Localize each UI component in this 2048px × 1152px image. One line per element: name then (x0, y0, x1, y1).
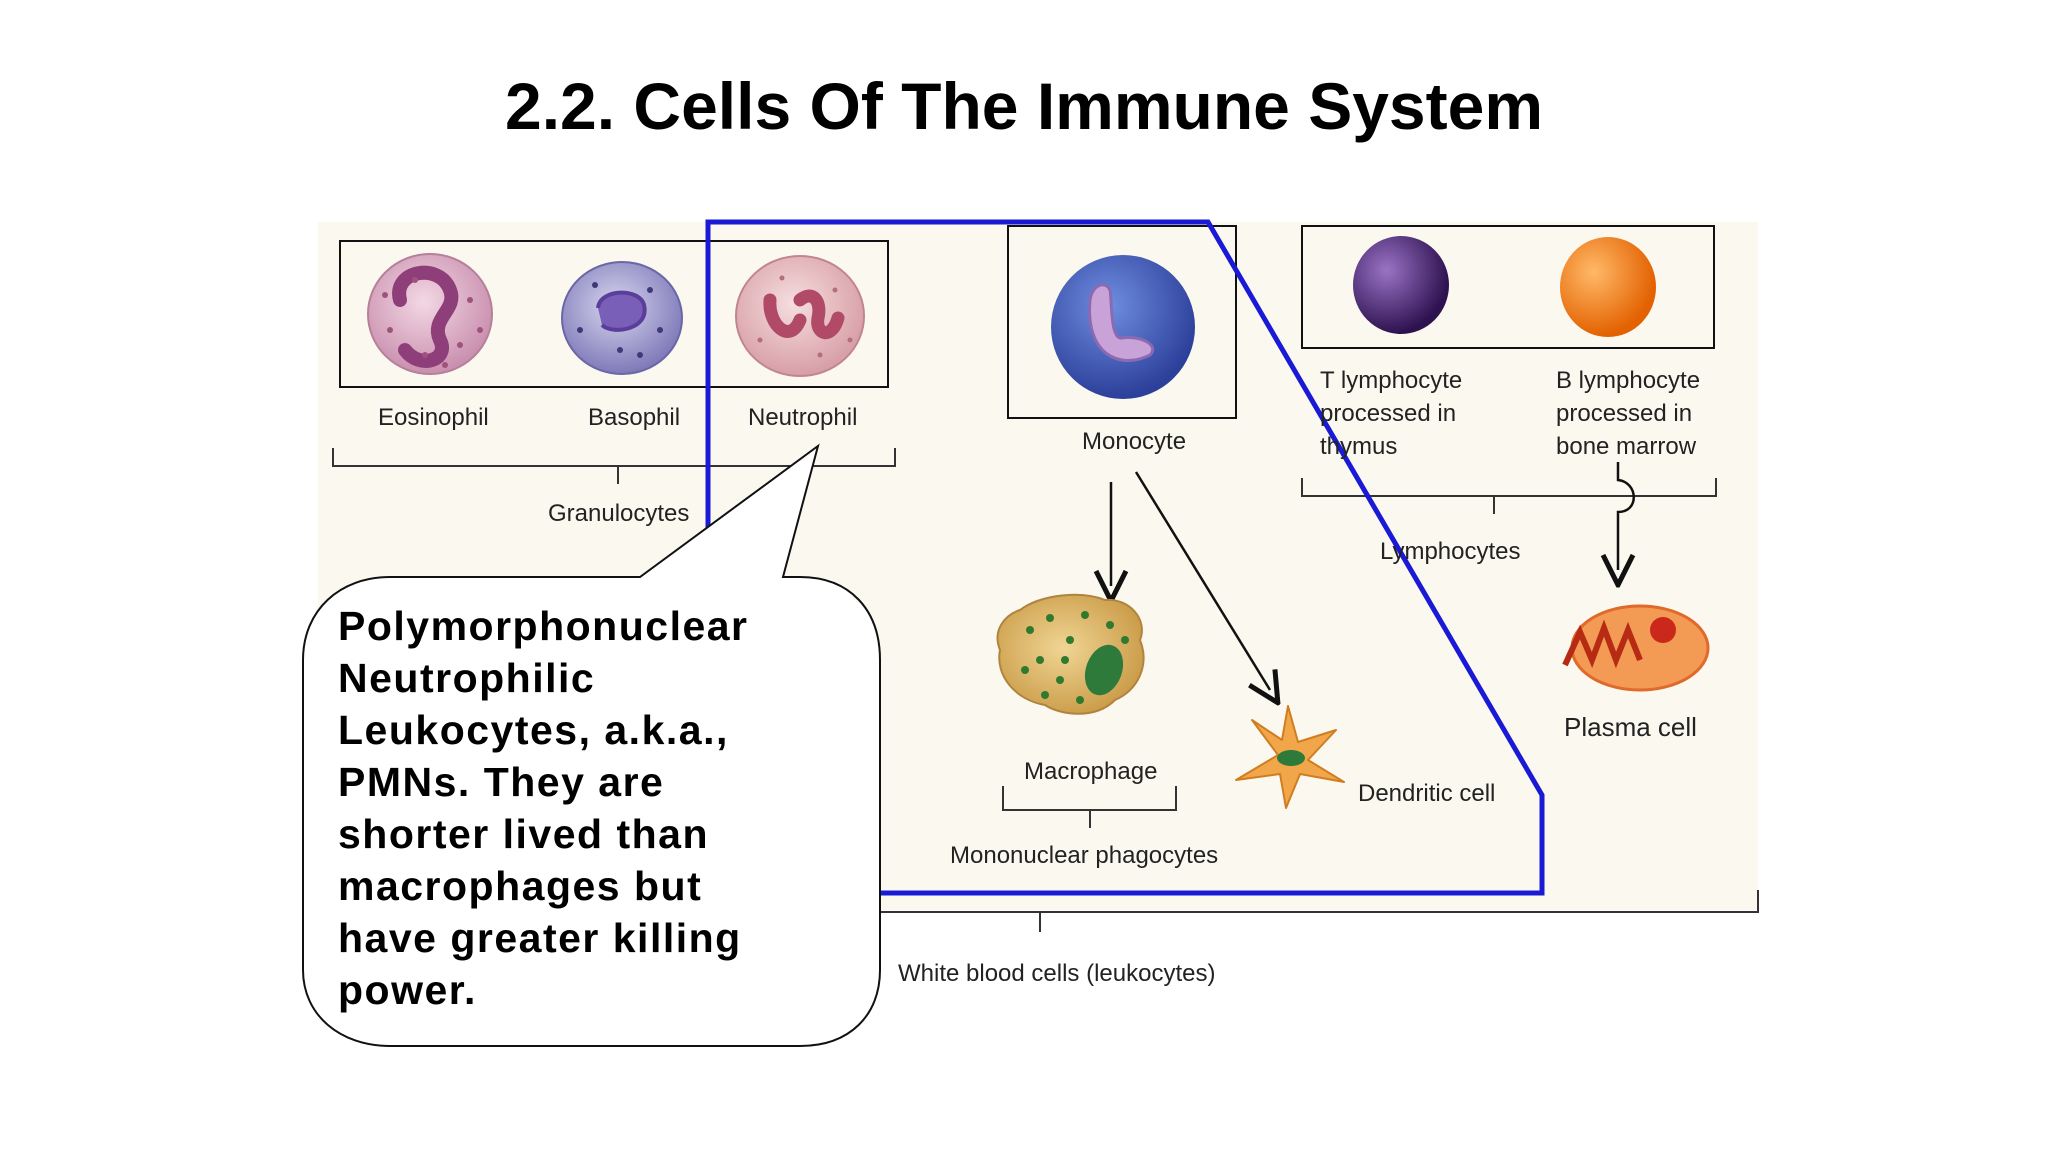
monocyte-icon (1051, 255, 1195, 399)
monocyte-to-dendritic-arrow (1134, 471, 1270, 690)
lymphocytes-bracket (1301, 478, 1717, 514)
lymphocytes-label: Lymphocytes (1380, 538, 1521, 565)
neutrophil-icon (735, 255, 865, 377)
granulocytes-bracket (332, 448, 896, 484)
macrophage-label: Macrophage (1024, 758, 1158, 785)
lymphocyte-box (1301, 225, 1715, 349)
slide-title: 2.2. Cells Of The Immune System (504, 69, 1544, 143)
basophil-label: Basophil (588, 404, 681, 431)
monocyte-box (1007, 225, 1237, 419)
callout-text: Polymorphonuclear Neutrophilic Leukocyte… (338, 603, 749, 1013)
mononuclear-phagocytes-bracket (1002, 786, 1177, 828)
b-lymphocyte-label: B lymphocyte processed in bone marrow (1556, 367, 1701, 460)
granulocyte-box (339, 240, 889, 388)
plasma-cell-label: Plasma cell (1564, 712, 1697, 742)
b-lymphocyte-to-plasma-arrow (1618, 462, 1634, 570)
neutrophil-label: Neutrophil (748, 404, 858, 431)
mononuclear-phagocytes-label: Mononuclear phagocytes (950, 842, 1219, 869)
dendritic-cell-label: Dendritic cell (1358, 780, 1496, 807)
callout-bubble (302, 443, 881, 1047)
t-lymphocyte-icon (1353, 236, 1449, 334)
granulocytes-label: Granulocytes (548, 500, 690, 527)
macrophage-icon (996, 593, 1145, 715)
basophil-icon (561, 261, 683, 375)
eosinophil-label: Eosinophil (378, 404, 489, 431)
plasma-cell-icon (1562, 604, 1710, 692)
b-lymphocyte-icon (1560, 237, 1656, 337)
monocyte-label: Monocyte (1082, 428, 1187, 455)
eosinophil-icon (367, 253, 493, 375)
white-blood-cells-label: White blood cells (leukocytes) (898, 960, 1216, 987)
dendritic-cell-icon (1235, 705, 1345, 809)
t-lymphocyte-label: T lymphocyte processed in thymus (1320, 367, 1463, 460)
